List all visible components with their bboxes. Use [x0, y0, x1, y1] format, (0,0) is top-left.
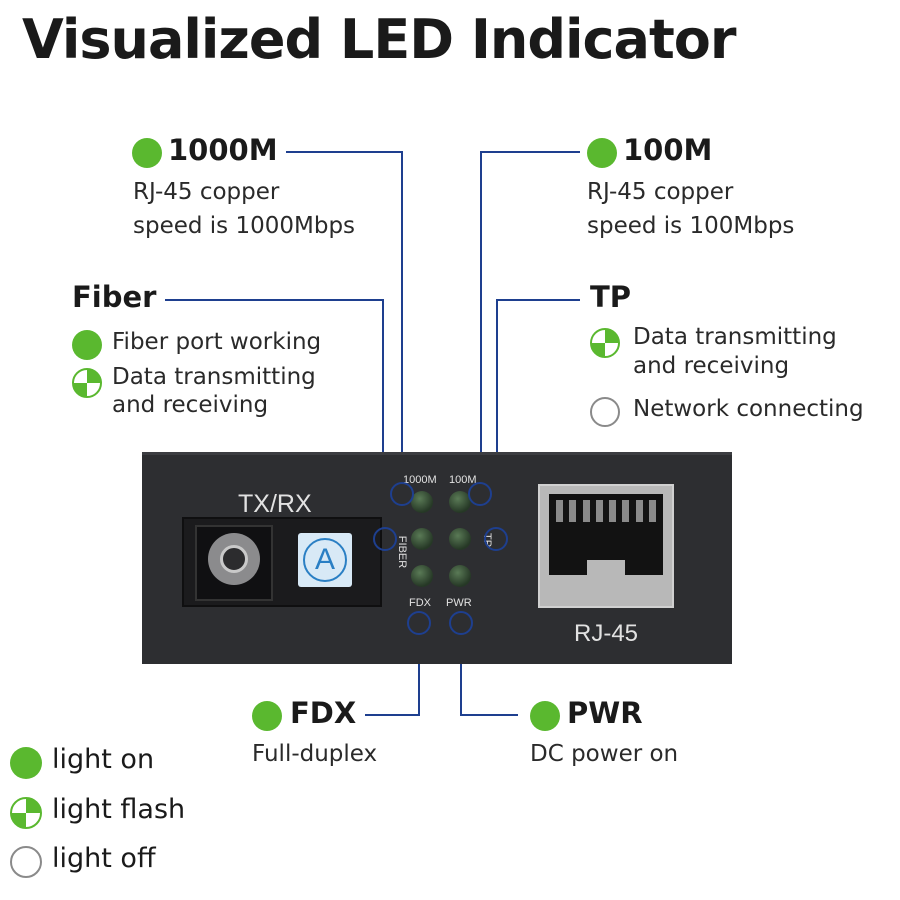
callout-tp-item2: Network connecting	[633, 396, 864, 422]
callout-fdx-title: FDX	[290, 696, 357, 730]
leader-anchor-fdx	[407, 611, 431, 635]
badge-a-letter: A	[303, 538, 347, 582]
callout-1000m-title: 1000M	[168, 133, 278, 167]
callout-tp-item1-line1: Data transmitting	[633, 324, 837, 350]
light-on-icon	[72, 330, 102, 360]
leader-line-fiber-vertical	[382, 299, 384, 528]
fiber-port-label: TX/RX	[238, 490, 312, 518]
rj45-socket-shoulder	[549, 575, 587, 590]
fiber-ferrule-core	[220, 545, 248, 573]
leader-line-100m	[480, 151, 580, 153]
page-title: Visualized LED Indicator	[22, 8, 737, 71]
led-fdx	[411, 565, 433, 587]
rj45-latch-notch	[587, 560, 625, 590]
legend-light-on-icon	[10, 747, 42, 779]
led-label-100m: 100M	[449, 474, 477, 486]
led-1000m	[411, 491, 433, 513]
leader-line-1000m-vertical	[401, 151, 403, 484]
legend-light-on-label: light on	[52, 744, 155, 775]
led-label-fdx: FDX	[409, 597, 431, 609]
legend-light-off-icon	[10, 846, 42, 878]
light-flash-icon	[72, 368, 102, 398]
leader-anchor-tp	[484, 527, 508, 551]
leader-anchor-100m	[468, 482, 492, 506]
leader-line-tp	[496, 299, 580, 301]
light-on-icon	[252, 701, 282, 731]
leader-anchor-1000m	[390, 482, 414, 506]
callout-100m-desc-line1: RJ-45 copper	[587, 179, 734, 205]
callout-100m-desc-line2: speed is 100Mbps	[587, 213, 795, 239]
callout-fdx-desc: Full-duplex	[252, 741, 378, 767]
leader-line-1000m	[286, 151, 402, 153]
rj45-pins	[556, 500, 656, 522]
leader-anchor-fiber	[373, 527, 397, 551]
legend-light-flash-icon	[10, 797, 42, 829]
callout-fiber-item1: Fiber port working	[112, 329, 322, 355]
leader-anchor-pwr	[449, 611, 473, 635]
leader-line-100m-vertical	[480, 151, 482, 484]
callout-pwr-desc: DC power on	[530, 741, 679, 767]
light-off-icon	[590, 397, 620, 427]
legend-light-flash-label: light flash	[52, 794, 186, 825]
leader-line-fdx-vertical	[418, 634, 420, 716]
callout-fiber-title: Fiber	[72, 280, 157, 314]
callout-fiber-item2-line1: Data transmitting	[112, 364, 316, 390]
light-on-icon	[530, 701, 560, 731]
led-label-fiber: FIBER	[396, 535, 409, 569]
led-100m	[449, 491, 471, 513]
led-label-pwr: PWR	[446, 597, 472, 609]
callout-1000m-desc-line1: RJ-45 copper	[133, 179, 280, 205]
led-tp	[449, 528, 471, 550]
rj45-label: RJ-45	[574, 620, 639, 647]
light-on-icon	[132, 138, 162, 168]
callout-tp-item1-line2: and receiving	[633, 353, 790, 379]
callout-1000m-desc-line2: speed is 1000Mbps	[133, 213, 356, 239]
rj45-socket-shoulder	[625, 575, 663, 590]
leader-line-tp-vertical	[496, 299, 498, 528]
led-fiber	[411, 528, 433, 550]
led-label-1000m: 1000M	[403, 474, 437, 486]
led-pwr	[449, 565, 471, 587]
leader-line-fdx	[365, 714, 420, 716]
leader-line-pwr	[460, 714, 518, 716]
leader-line-fiber	[165, 299, 383, 301]
leader-line-pwr-vertical	[460, 634, 462, 716]
callout-fiber-item2-line2: and receiving	[112, 392, 269, 418]
light-flash-icon	[590, 328, 620, 358]
callout-tp-title: TP	[590, 280, 632, 314]
legend-light-off-label: light off	[52, 843, 156, 874]
callout-pwr-title: PWR	[567, 696, 643, 730]
light-on-icon	[587, 138, 617, 168]
callout-100m-title: 100M	[623, 133, 713, 167]
